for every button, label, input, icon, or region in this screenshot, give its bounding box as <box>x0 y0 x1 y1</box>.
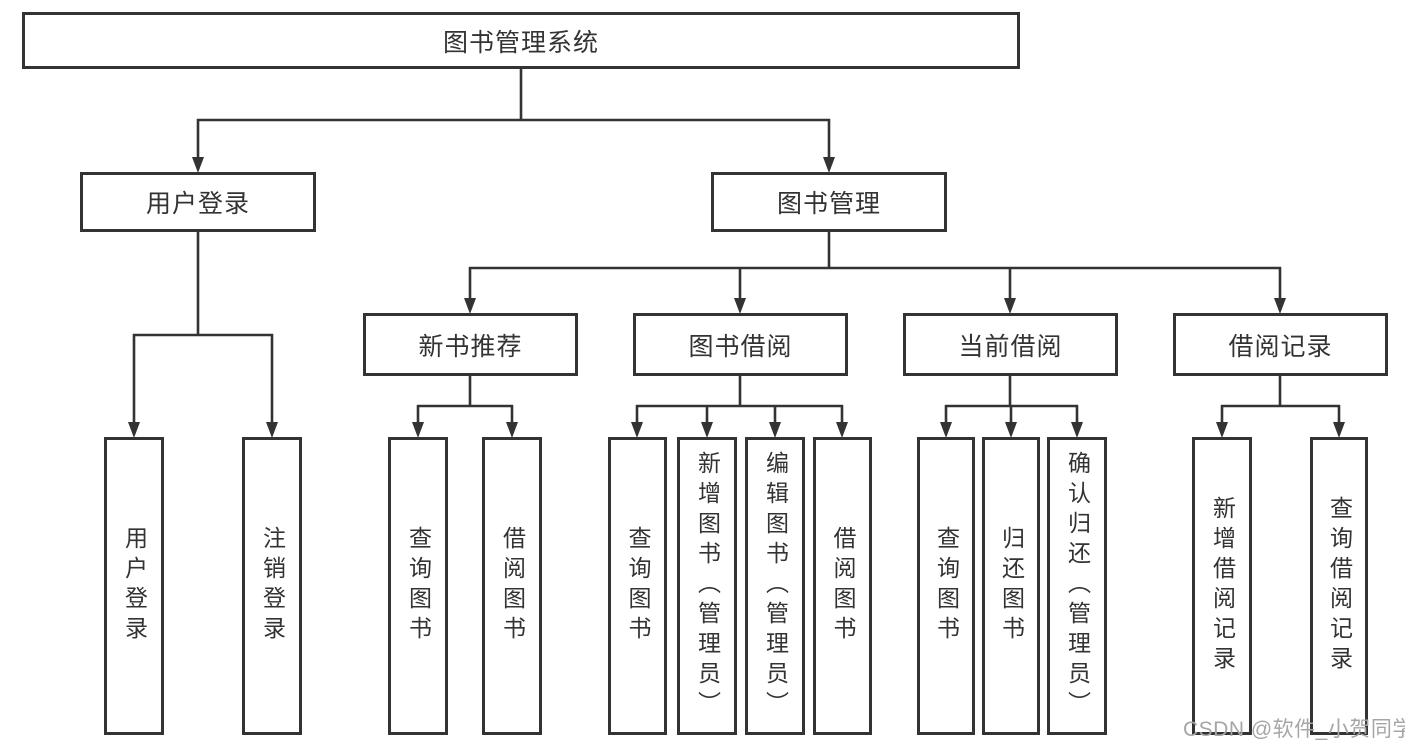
leaf-edit-book-admin: 编辑图书（管理员） <box>745 437 805 735</box>
connector-book-borrow <box>631 375 848 438</box>
leaf-borrow-query-books: 查询图书 <box>608 437 667 735</box>
connector-book-management <box>464 232 1286 314</box>
node-new-book-recommend-label: 新书推荐 <box>418 332 523 361</box>
leaf-add-book-admin-label: 新增图书（管理员） <box>694 451 721 721</box>
node-root-label: 图书管理系统 <box>442 28 599 57</box>
leaf-confirm-return-admin: 确认归还（管理员） <box>1047 437 1107 735</box>
node-user-login-label: 用户登录 <box>145 190 250 218</box>
leaf-add-book-admin: 新增图书（管理员） <box>677 437 737 735</box>
leaf-user-login-label: 用户登录 <box>121 526 148 646</box>
leaf-recommend-borrow-books-label: 借阅图书 <box>499 526 526 646</box>
node-borrow-records-label: 借阅记录 <box>1228 332 1333 361</box>
connector-current-borrow <box>940 375 1083 438</box>
node-user-login: 用户登录 <box>80 172 316 232</box>
node-borrow-records: 借阅记录 <box>1173 313 1388 376</box>
leaf-return-book: 归还图书 <box>982 437 1040 735</box>
leaf-borrow-books-label: 借阅图书 <box>830 526 856 646</box>
leaf-borrow-books: 借阅图书 <box>813 437 872 735</box>
node-book-borrow-label: 图书借阅 <box>688 332 793 361</box>
node-book-borrow: 图书借阅 <box>633 313 848 376</box>
leaf-current-query-books-label: 查询图书 <box>933 526 960 646</box>
connector-borrow-records <box>1216 375 1345 438</box>
leaf-query-borrow-record: 查询借阅记录 <box>1310 437 1368 735</box>
node-root-system: 图书管理系统 <box>22 12 1020 69</box>
leaf-current-query-books: 查询图书 <box>917 437 975 735</box>
node-new-book-recommend: 新书推荐 <box>363 313 578 376</box>
leaf-edit-book-admin-label: 编辑图书（管理员） <box>762 451 789 721</box>
leaf-logout: 注销登录 <box>242 437 302 735</box>
node-current-borrow-label: 当前借阅 <box>958 332 1063 361</box>
leaf-recommend-query-books: 查询图书 <box>388 437 448 735</box>
leaf-recommend-borrow-books: 借阅图书 <box>482 437 542 735</box>
leaf-user-login: 用户登录 <box>104 437 164 735</box>
leaf-query-borrow-record-label: 查询借阅记录 <box>1326 496 1353 676</box>
leaf-add-borrow-record: 新增借阅记录 <box>1192 437 1252 735</box>
connector-user-login <box>128 232 278 438</box>
csdn-watermark: CSDN @软件_小贺同学 <box>1183 718 1405 741</box>
leaf-recommend-query-books-label: 查询图书 <box>405 526 432 646</box>
leaf-logout-label: 注销登录 <box>259 526 286 646</box>
node-book-management-label: 图书管理 <box>776 190 881 218</box>
connector-root <box>192 69 835 173</box>
leaf-return-book-label: 归还图书 <box>998 526 1025 646</box>
leaf-confirm-return-admin-label: 确认归还（管理员） <box>1064 451 1091 721</box>
connector-new-book-recommend <box>412 375 518 438</box>
node-book-management: 图书管理 <box>711 172 947 232</box>
leaf-add-borrow-record-label: 新增借阅记录 <box>1209 496 1236 676</box>
leaf-borrow-query-books-label: 查询图书 <box>625 526 651 646</box>
node-current-borrow: 当前借阅 <box>903 313 1118 376</box>
